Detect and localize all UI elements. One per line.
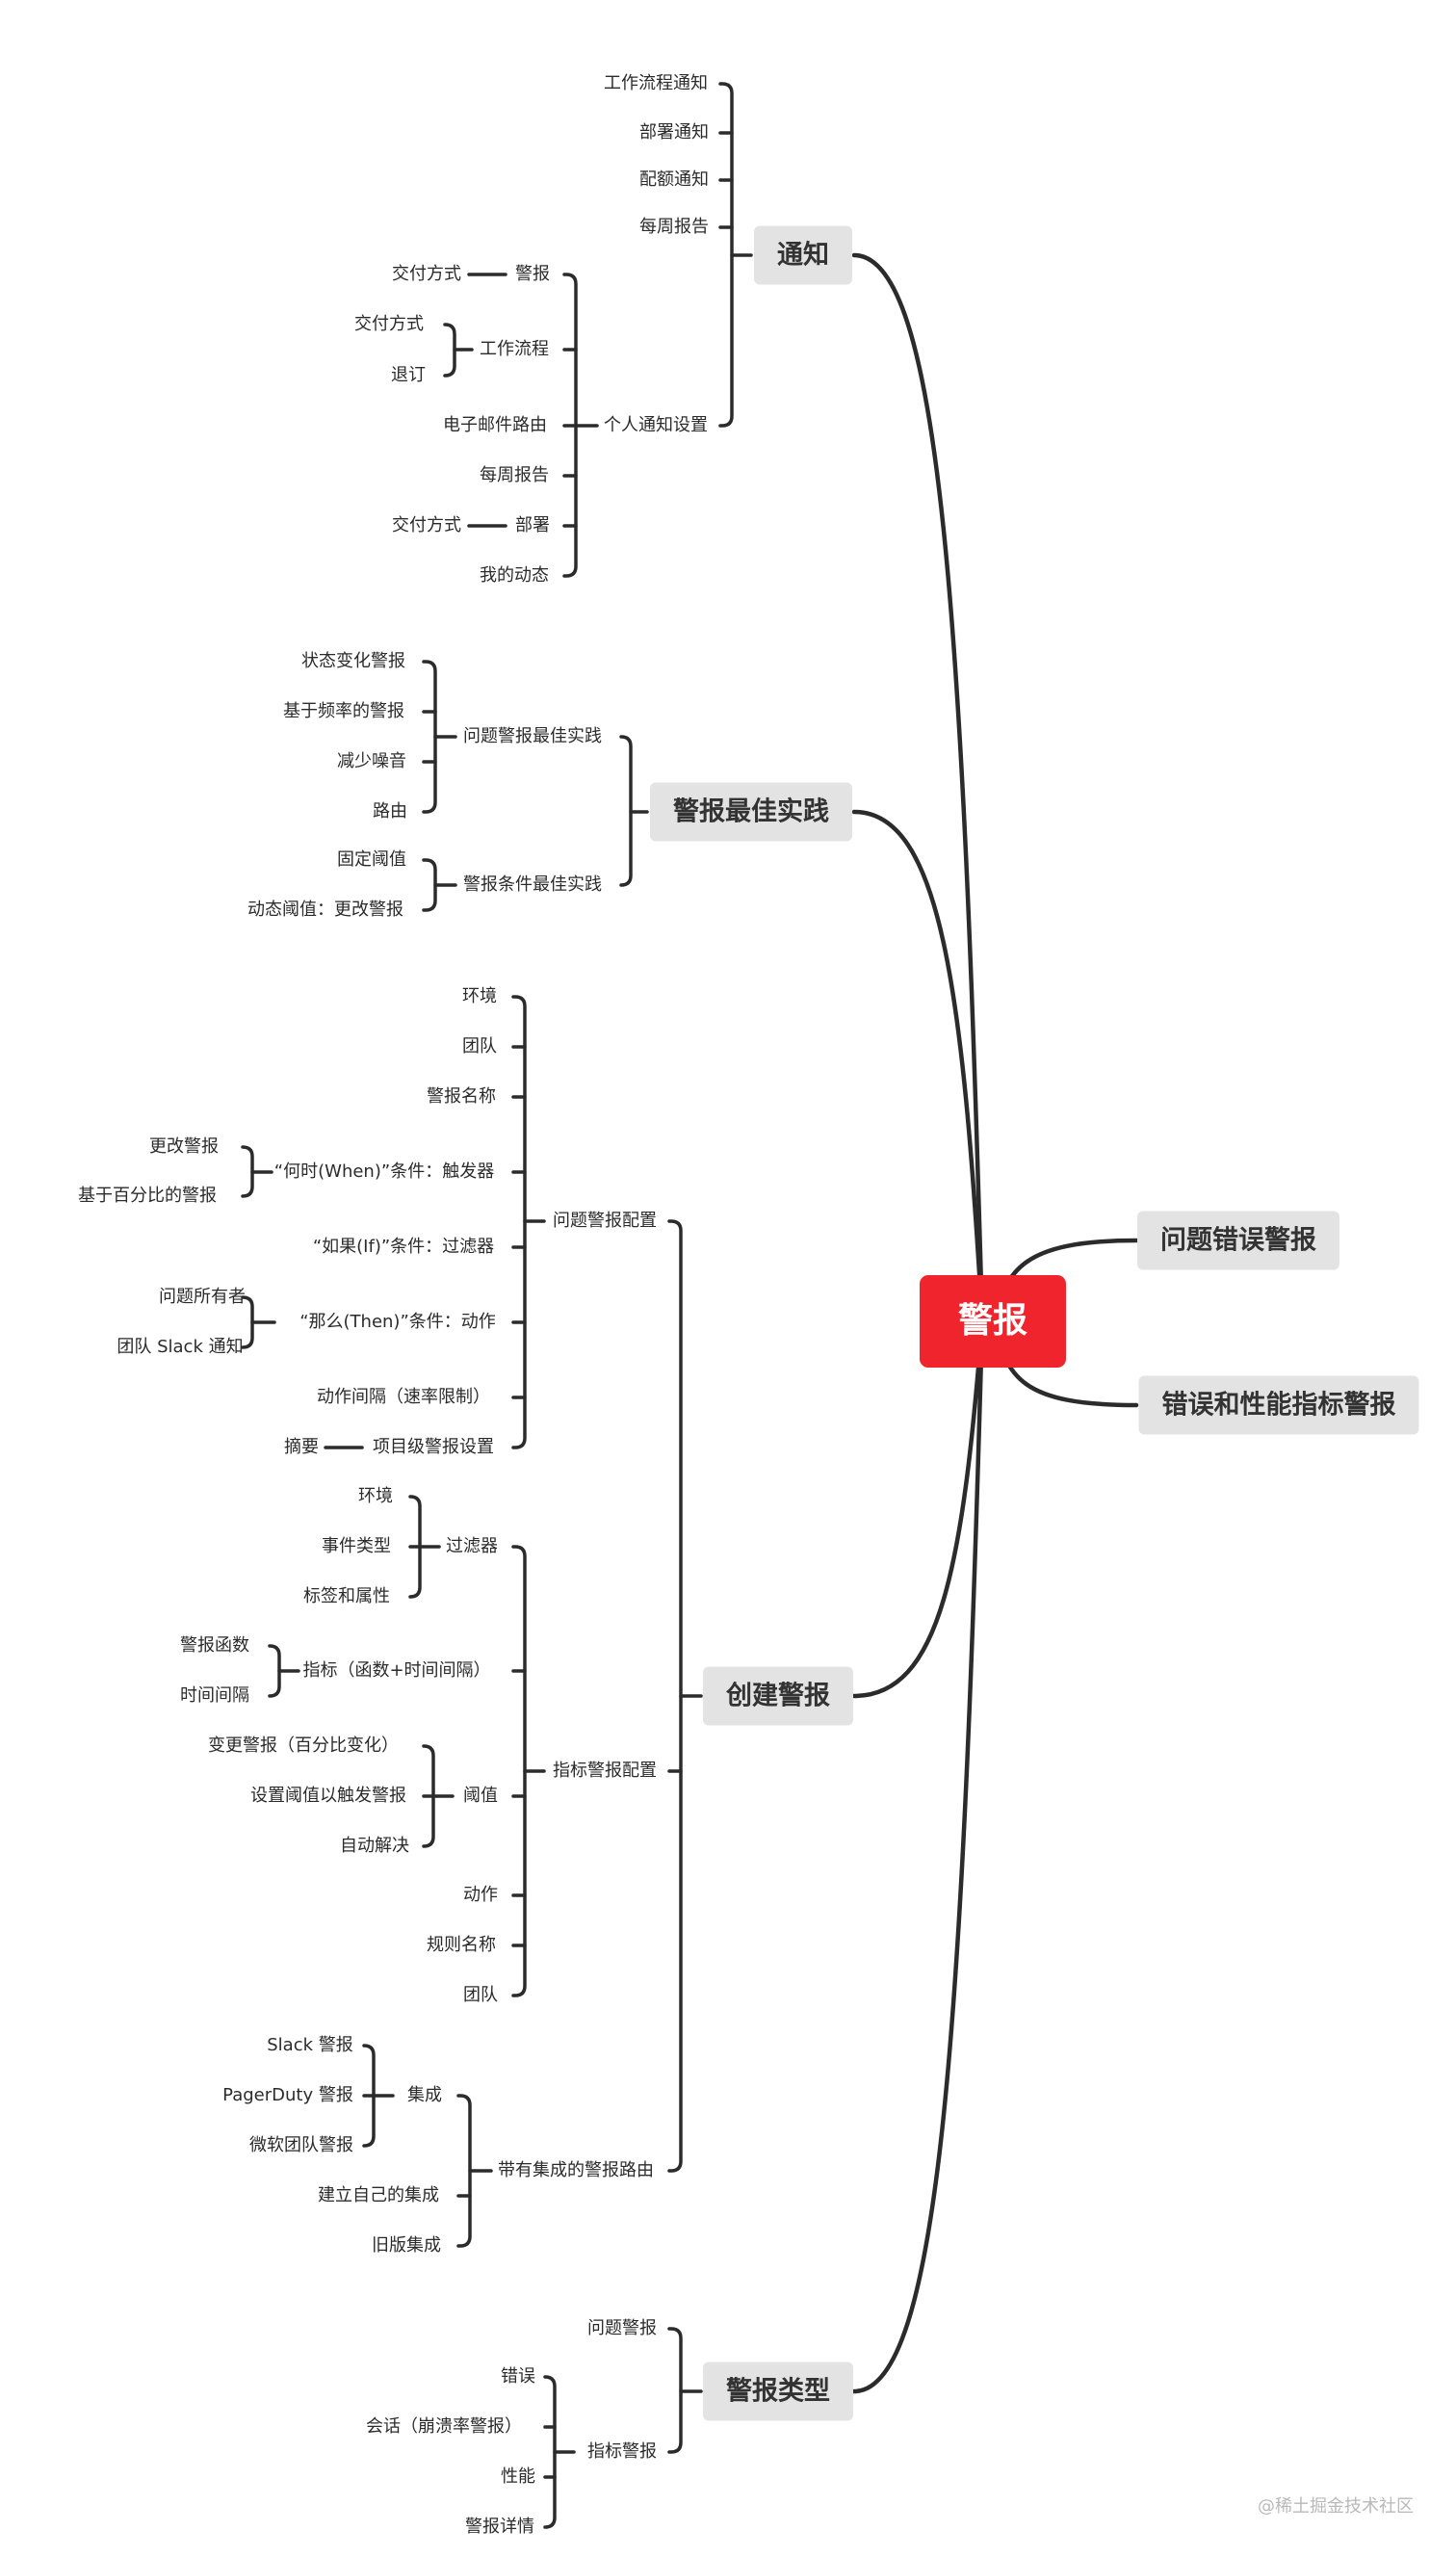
node-th-auto[interactable]: 自动解决 [340, 1836, 409, 1856]
node-pagerduty-alert[interactable]: PagerDuty 警报 [222, 2085, 353, 2105]
node-threshold[interactable]: 阈值 [463, 1786, 498, 1806]
br-workflow-spine [443, 323, 456, 378]
node-personal-deploy[interactable]: 部署 [515, 515, 550, 535]
node-issue-team[interactable]: 团队 [462, 1036, 497, 1057]
node-th-change[interactable]: 变更警报（百分比变化） [208, 1735, 399, 1756]
node-workflow-delivery[interactable]: 交付方式 [354, 314, 424, 334]
node-integration-routing[interactable]: 带有集成的警报路由 [498, 2160, 654, 2180]
node-workflow-unsub[interactable]: 退订 [391, 365, 426, 385]
node-alert-name[interactable]: 警报名称 [427, 1086, 496, 1107]
topic-notify[interactable]: 通知 [754, 225, 852, 285]
br-type-metric-spine [543, 2375, 557, 2529]
node-personal-alerts[interactable]: 警报 [515, 264, 550, 284]
node-then-condition[interactable]: “那么(Then)”条件：动作 [299, 1312, 496, 1332]
node-digest[interactable]: 摘要 [284, 1437, 319, 1457]
br-metric-best-spine [422, 858, 437, 912]
topic-create-alert[interactable]: 创建警报 [703, 1666, 853, 1726]
node-alerts-delivery[interactable]: 交付方式 [392, 264, 461, 284]
node-quota-notify[interactable]: 配额通知 [639, 170, 709, 190]
node-issue-env[interactable]: 环境 [462, 986, 497, 1006]
br-when-spine [241, 1145, 254, 1198]
node-metric-best[interactable]: 警报条件最佳实践 [463, 874, 602, 895]
br-then-spine [241, 1295, 254, 1349]
curve-types [851, 1318, 985, 2394]
node-project-settings[interactable]: 项目级警报设置 [373, 1437, 494, 1457]
br-metric-cfg-spine [511, 1545, 527, 1997]
node-frequency[interactable]: 基于频率的警报 [283, 701, 404, 721]
node-type-perf[interactable]: 性能 [501, 2466, 535, 2487]
node-weekly-report[interactable]: 每周报告 [639, 217, 709, 237]
node-type-details[interactable]: 警报详情 [465, 2517, 534, 2537]
node-email-routing[interactable]: 电子邮件路由 [443, 415, 547, 435]
node-rule-name[interactable]: 规则名称 [427, 1935, 496, 1955]
root-node[interactable]: 警报 [919, 1275, 1067, 1368]
watermark: @稀土掘金技术社区 [1258, 2496, 1414, 2517]
node-filter-event[interactable]: 事件类型 [322, 1536, 391, 1556]
node-workflow-notify[interactable]: 工作流程通知 [604, 73, 708, 93]
node-type-metric[interactable]: 指标警报 [587, 2441, 657, 2462]
node-personal-workflow[interactable]: 工作流程 [480, 339, 549, 359]
node-metric-func[interactable]: 警报函数 [180, 1635, 249, 1656]
node-slack-alert[interactable]: Slack 警报 [267, 2035, 353, 2055]
curve-create [851, 1318, 985, 1699]
node-own-integration[interactable]: 建立自己的集成 [318, 2185, 439, 2205]
node-routing[interactable]: 路由 [373, 801, 407, 822]
br-routing-spine [456, 2094, 472, 2248]
topic-error-perf-alert[interactable]: 错误和性能指标警报 [1138, 1375, 1419, 1435]
node-metric-interval[interactable]: 时间间隔 [180, 1685, 249, 1706]
curve-best [851, 809, 985, 1324]
node-metric-team[interactable]: 团队 [463, 1985, 498, 2005]
node-type-issue[interactable]: 问题警报 [587, 2318, 657, 2338]
node-personal-settings[interactable]: 个人通知设置 [604, 415, 708, 435]
node-th-set[interactable]: 设置阈值以触发警报 [250, 1786, 406, 1806]
br-create-spine [667, 1219, 683, 2173]
br-issue-cfg-spine [511, 995, 527, 1449]
topic-issue-error-alert[interactable]: 问题错误警报 [1137, 1211, 1339, 1270]
node-if-condition[interactable]: “如果(If)”条件：过滤器 [312, 1237, 495, 1257]
node-noise[interactable]: 减少噪音 [337, 751, 406, 771]
node-personal-weekly[interactable]: 每周报告 [480, 465, 549, 485]
node-when-change[interactable]: 更改警报 [149, 1136, 219, 1157]
br-metric-spine [268, 1644, 281, 1698]
node-metric-filter[interactable]: 过滤器 [446, 1536, 498, 1556]
topic-best-practices[interactable]: 警报最佳实践 [650, 782, 852, 842]
node-metric-func-interval[interactable]: 指标（函数+时间间隔） [302, 1660, 491, 1681]
node-state-change[interactable]: 状态变化警报 [301, 651, 405, 671]
br-types-spine [667, 2327, 683, 2454]
br-notify-spine [718, 82, 734, 428]
node-action-interval[interactable]: 动作间隔（速率限制） [317, 1387, 490, 1407]
node-integration[interactable]: 集成 [407, 2085, 442, 2105]
node-dynamic-threshold[interactable]: 动态阈值：更改警报 [247, 900, 403, 920]
node-filter-env[interactable]: 环境 [358, 1486, 393, 1506]
node-msteams-alert[interactable]: 微软团队警报 [249, 2135, 353, 2155]
node-deploy-notify[interactable]: 部署通知 [639, 122, 709, 143]
node-metric-config[interactable]: 指标警报配置 [553, 1761, 657, 1781]
node-issue-best[interactable]: 问题警报最佳实践 [463, 726, 602, 746]
curve-notify [851, 252, 985, 1324]
br-best-spine [619, 735, 633, 887]
node-metric-action[interactable]: 动作 [463, 1885, 498, 1905]
node-type-session[interactable]: 会话（崩溃率警报） [366, 2416, 522, 2437]
node-issue-config[interactable]: 问题警报配置 [553, 1211, 657, 1231]
node-when-percent[interactable]: 基于百分比的警报 [78, 1186, 217, 1206]
node-legacy-integration[interactable]: 旧版集成 [372, 2235, 441, 2256]
node-fixed-threshold[interactable]: 固定阈值 [337, 849, 406, 870]
node-type-error[interactable]: 错误 [501, 2366, 535, 2387]
topic-alert-types[interactable]: 警报类型 [703, 2361, 853, 2421]
node-deploy-delivery[interactable]: 交付方式 [392, 515, 461, 535]
node-then-owner[interactable]: 问题所有者 [159, 1287, 246, 1307]
node-my-activity[interactable]: 我的动态 [480, 565, 549, 586]
node-when-condition[interactable]: “何时(When)”条件：触发器 [273, 1161, 495, 1182]
node-then-slack[interactable]: 团队 Slack 通知 [117, 1337, 244, 1357]
node-filter-tags[interactable]: 标签和属性 [303, 1586, 390, 1606]
br-issue-best-spine [422, 660, 437, 814]
